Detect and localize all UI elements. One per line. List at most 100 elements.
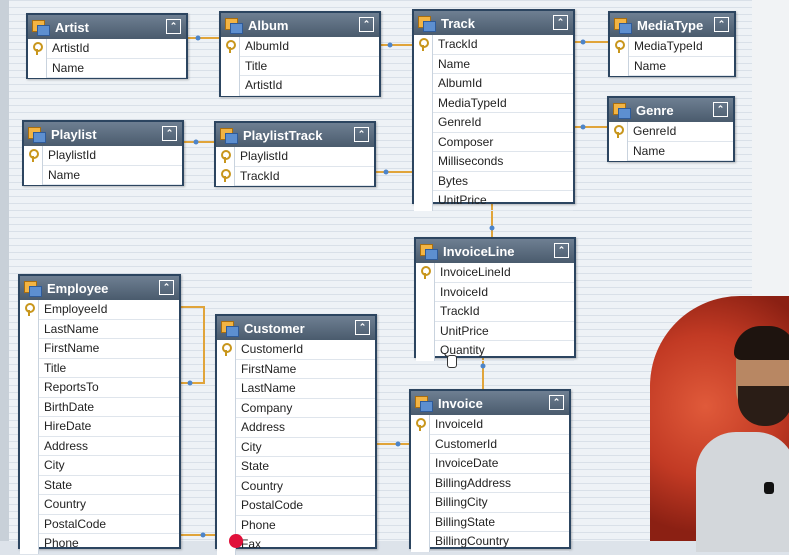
field[interactable]: HireDate <box>39 417 179 437</box>
field[interactable]: ArtistId <box>47 39 186 59</box>
table-header[interactable]: MediaType ⌃ <box>610 13 734 37</box>
table-track[interactable]: Track ⌃ TrackId Name AlbumId MediaTypeId… <box>412 9 575 211</box>
table-header[interactable]: Artist ⌃ <box>28 15 186 39</box>
field[interactable]: PlaylistId <box>235 147 374 167</box>
field[interactable]: Phone <box>39 534 179 554</box>
field[interactable]: LastName <box>39 320 179 339</box>
collapse-icon[interactable]: ⌃ <box>159 280 174 295</box>
field[interactable]: ArtistId <box>240 76 379 96</box>
field[interactable]: Quantity <box>435 341 574 361</box>
collapse-icon[interactable]: ⌃ <box>713 102 728 117</box>
collapse-icon[interactable]: ⌃ <box>549 395 564 410</box>
field[interactable]: Title <box>39 359 179 378</box>
field[interactable]: Fax <box>236 535 375 555</box>
primary-key-icon <box>420 266 431 279</box>
table-header[interactable]: PlaylistTrack ⌃ <box>216 123 374 147</box>
field[interactable]: GenreId <box>628 122 733 142</box>
field[interactable]: UnitPrice <box>433 191 573 211</box>
field[interactable]: TrackId <box>433 35 573 55</box>
table-customer[interactable]: Customer ⌃ CustomerId FirstName LastName… <box>215 314 377 555</box>
table-header[interactable]: Customer ⌃ <box>217 316 375 340</box>
table-header[interactable]: InvoiceLine ⌃ <box>416 239 574 263</box>
field[interactable]: BillingState <box>430 513 569 532</box>
field[interactable]: City <box>39 456 179 476</box>
table-title: PlaylistTrack <box>243 127 323 143</box>
field[interactable]: Name <box>629 57 734 76</box>
field[interactable]: BillingAddress <box>430 474 569 493</box>
field[interactable]: TrackId <box>235 167 374 186</box>
primary-key-icon <box>225 40 236 53</box>
field[interactable]: Milliseconds <box>433 152 573 172</box>
table-playlisttrack[interactable]: PlaylistTrack ⌃ PlaylistId TrackId <box>214 121 376 187</box>
field[interactable]: ReportsTo <box>39 378 179 398</box>
table-title: Track <box>441 15 475 31</box>
field[interactable]: AlbumId <box>240 37 379 57</box>
field[interactable]: PlaylistId <box>43 146 182 166</box>
field[interactable]: CustomerId <box>430 435 569 454</box>
field[interactable]: State <box>39 476 179 495</box>
table-genre[interactable]: Genre ⌃ GenreId Name <box>607 96 735 162</box>
field[interactable]: InvoiceId <box>430 415 569 435</box>
table-playlist[interactable]: Playlist ⌃ PlaylistId Name <box>22 120 184 186</box>
field[interactable]: MediaTypeId <box>433 94 573 113</box>
collapse-icon[interactable]: ⌃ <box>162 126 177 141</box>
table-employee[interactable]: Employee ⌃ EmployeeId LastName FirstName… <box>18 274 181 554</box>
field[interactable]: Name <box>433 55 573 74</box>
collapse-icon[interactable]: ⌃ <box>166 19 181 34</box>
collapse-icon[interactable]: ⌃ <box>359 17 374 32</box>
field[interactable]: GenreId <box>433 113 573 133</box>
field[interactable]: Address <box>39 437 179 456</box>
field[interactable]: AlbumId <box>433 74 573 94</box>
collapse-icon[interactable]: ⌃ <box>355 320 370 335</box>
field[interactable]: PostalCode <box>39 515 179 534</box>
field[interactable]: CustomerId <box>236 340 375 360</box>
table-icon <box>220 127 238 144</box>
table-icon <box>221 320 239 337</box>
field[interactable]: MediaTypeId <box>629 37 734 57</box>
table-header[interactable]: Playlist ⌃ <box>24 122 182 146</box>
key-column <box>216 147 235 186</box>
field[interactable]: UnitPrice <box>435 322 574 341</box>
field[interactable]: Address <box>236 418 375 438</box>
collapse-icon[interactable]: ⌃ <box>553 15 568 30</box>
collapse-icon[interactable]: ⌃ <box>554 243 569 258</box>
collapse-icon[interactable]: ⌃ <box>714 17 729 32</box>
field[interactable]: FirstName <box>39 339 179 359</box>
table-mediatype[interactable]: MediaType ⌃ MediaTypeId Name <box>608 11 736 77</box>
field[interactable]: Country <box>236 477 375 496</box>
key-column <box>610 37 629 76</box>
field[interactable]: State <box>236 457 375 477</box>
table-invoiceline[interactable]: InvoiceLine ⌃ InvoiceLineId InvoiceId Tr… <box>414 237 576 361</box>
field[interactable]: BillingCity <box>430 493 569 513</box>
field[interactable]: FirstName <box>236 360 375 379</box>
field[interactable]: InvoiceLineId <box>435 263 574 283</box>
field[interactable]: BillingCountry <box>430 532 569 552</box>
field[interactable]: Name <box>628 142 733 161</box>
field[interactable]: InvoiceDate <box>430 454 569 474</box>
field[interactable]: Name <box>43 166 182 185</box>
field[interactable]: Phone <box>236 516 375 535</box>
field[interactable]: Composer <box>433 133 573 152</box>
field[interactable]: Company <box>236 399 375 418</box>
field[interactable]: Name <box>47 59 186 78</box>
collapse-icon[interactable]: ⌃ <box>354 127 369 142</box>
field[interactable]: PostalCode <box>236 496 375 516</box>
field[interactable]: City <box>236 438 375 457</box>
table-artist[interactable]: Artist ⌃ ArtistId Name <box>26 13 188 79</box>
table-header[interactable]: Track ⌃ <box>414 11 573 35</box>
mouse-pointer-icon <box>447 355 457 368</box>
field[interactable]: LastName <box>236 379 375 399</box>
field[interactable]: InvoiceId <box>435 283 574 302</box>
field[interactable]: Title <box>240 57 379 76</box>
table-header[interactable]: Employee ⌃ <box>20 276 179 300</box>
table-invoice[interactable]: Invoice ⌃ InvoiceId CustomerId InvoiceDa… <box>409 389 571 552</box>
table-header[interactable]: Genre ⌃ <box>609 98 733 122</box>
table-album[interactable]: Album ⌃ AlbumId Title ArtistId <box>219 11 381 97</box>
field[interactable]: Country <box>39 495 179 515</box>
field[interactable]: Bytes <box>433 172 573 191</box>
field[interactable]: TrackId <box>435 302 574 322</box>
field[interactable]: EmployeeId <box>39 300 179 320</box>
table-header[interactable]: Album ⌃ <box>221 13 379 37</box>
table-header[interactable]: Invoice ⌃ <box>411 391 569 415</box>
field[interactable]: BirthDate <box>39 398 179 417</box>
